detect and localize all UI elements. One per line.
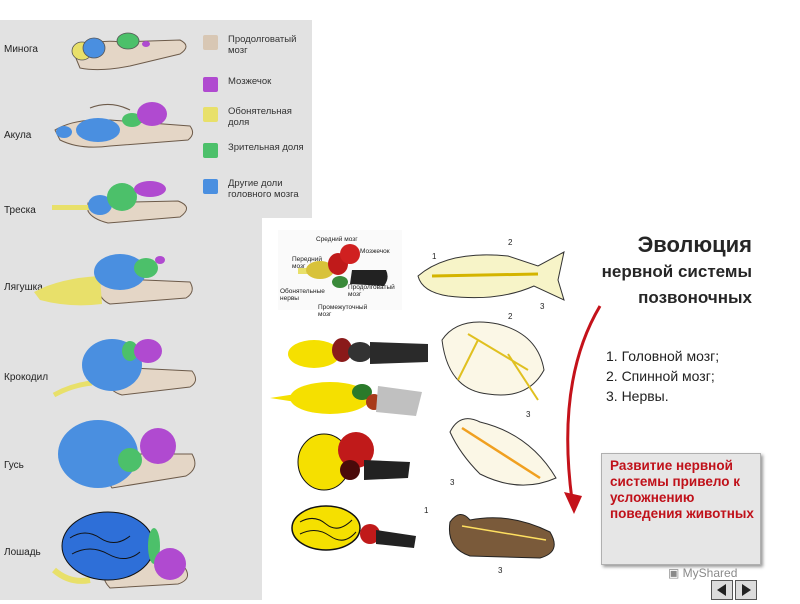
conclusion-text: Развитие нервной системы привело к услож… <box>610 458 754 521</box>
list-item-brain: 1. Головной мозг; <box>606 348 720 364</box>
cod-brain-image <box>52 181 187 224</box>
animal-label-shark: Акула <box>4 130 32 141</box>
rabbit-label-3: 3 <box>498 566 503 575</box>
labeled-brain-diagram <box>278 230 402 310</box>
arrow-right-icon <box>742 584 751 596</box>
frog-nervous-system-image <box>441 321 545 401</box>
fish-label-2: 2 <box>508 238 513 247</box>
myshared-icon: ▣ <box>668 566 683 580</box>
label-olfactory-nerves: Обонятельные нервы <box>280 288 325 302</box>
fish-nervous-system-image <box>417 251 565 301</box>
legend-swatch-cerebellum <box>203 77 218 92</box>
label-forebrain: Передний мозг <box>292 256 323 270</box>
fish-brain-image <box>288 338 428 368</box>
bird-label-3: 3 <box>450 478 455 487</box>
animal-label-lamprey: Минога <box>4 44 38 55</box>
fish-label-1: 1 <box>432 252 437 261</box>
animal-label-crocodile: Крокодил <box>4 372 49 383</box>
watermark-logo: ▣ MyShared <box>668 566 738 580</box>
slide-title-line-2: нервной системы <box>601 262 752 281</box>
bird-brain-image <box>297 432 410 491</box>
goose-brain-image <box>58 420 196 489</box>
slide-title-line-1: Эволюция <box>637 232 752 257</box>
curved-arrow <box>564 305 602 514</box>
legend-swatch-optic <box>203 143 218 158</box>
animal-label-cod: Треска <box>4 205 36 216</box>
rabbit-nervous-system-image <box>448 514 555 559</box>
animal-label-frog: Лягушка <box>4 282 43 293</box>
legend-swatch-medulla <box>203 35 218 50</box>
frog-label-2: 2 <box>508 312 513 321</box>
fish-label-3: 3 <box>540 302 545 311</box>
animal-label-horse: Лошадь <box>4 547 41 558</box>
crocodile-brain-image <box>52 339 196 398</box>
bird-nervous-system-image <box>449 418 557 486</box>
list-item-nerves: 3. Нервы. <box>606 388 669 404</box>
list-item-spinal-cord: 2. Спинной мозг; <box>606 368 715 384</box>
slide-title-line-3: позвоночных <box>638 288 752 307</box>
prev-slide-button[interactable] <box>711 580 733 600</box>
label-cerebellum: Мозжечок <box>360 248 390 255</box>
rabbit-label-1: 1 <box>424 506 429 515</box>
conclusion-callout: Развитие нервной системы привело к услож… <box>601 453 761 565</box>
next-slide-button[interactable] <box>735 580 757 600</box>
amphibian-brain-image <box>270 382 422 416</box>
animal-label-goose: Гусь <box>4 460 24 471</box>
frog-label-3: 3 <box>526 410 531 419</box>
horse-brain-image <box>52 511 188 589</box>
label-midbrain: Средний мозг <box>316 236 358 243</box>
frog-brain-image <box>34 254 193 306</box>
legend-swatch-olfactory <box>203 107 218 122</box>
lamprey-brain-image <box>71 32 187 71</box>
mammal-brain-image <box>291 505 416 551</box>
label-diencephalon: Промежуточный мозг <box>318 304 368 318</box>
legend-swatch-other-lobes <box>203 179 218 194</box>
arrow-left-icon <box>717 584 726 596</box>
label-medulla: Продолговатый мозг <box>348 284 395 298</box>
shark-brain-image <box>54 102 194 148</box>
